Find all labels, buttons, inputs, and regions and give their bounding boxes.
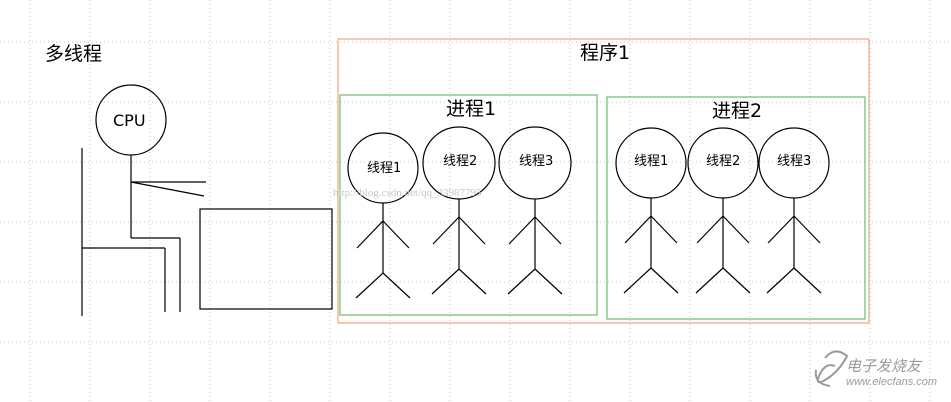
watermark-url: http://blog.csdn.net/qq_33987795: [333, 187, 482, 199]
thread-limb: [534, 216, 562, 245]
thread-figure: [422, 126, 496, 295]
thread-limb: [650, 215, 678, 244]
thread-figure: [347, 132, 419, 299]
p1-thread1-label: 线程1: [367, 161, 402, 176]
thread-limb: [432, 216, 460, 245]
thread-limb: [458, 216, 486, 245]
thread-figure: [687, 127, 759, 294]
cpu-person: [81, 84, 333, 316]
process1-label: 进程1: [446, 98, 497, 120]
brand-logo: [814, 350, 849, 387]
brand-name: 电子发烧友: [846, 357, 922, 375]
thread-limb: [766, 267, 795, 294]
thread-limb: [534, 268, 563, 295]
thread-figures: [347, 126, 830, 299]
program-label: 程序1: [580, 42, 631, 64]
p2-thread1-label: 线程1: [634, 154, 669, 169]
thread-limb: [382, 220, 410, 249]
thread-limb: [695, 267, 724, 294]
thread-limb: [722, 267, 751, 294]
thread-limb: [696, 215, 724, 244]
thread-limb: [508, 216, 536, 245]
process2-box: [606, 96, 866, 320]
thread-limb: [507, 268, 536, 295]
thread-limb: [624, 215, 652, 244]
thread-limb: [623, 267, 652, 294]
process1-box: [339, 94, 598, 316]
thread-limb: [355, 272, 384, 299]
thread-figure: [498, 126, 572, 295]
thread-limb: [431, 268, 460, 295]
thread-limb: [382, 272, 411, 299]
thread-limb: [793, 267, 822, 294]
brand-url: www.elecfans.com: [846, 376, 938, 388]
left-title: 多线程: [45, 43, 103, 65]
process2-label: 进程2: [712, 100, 763, 122]
thread-figure: [758, 127, 830, 294]
p1-thread3-label: 线程3: [519, 154, 554, 169]
thread-limb: [356, 220, 384, 249]
thread-figure: [615, 127, 687, 294]
p2-thread3-label: 线程3: [777, 154, 812, 169]
cpu-label: CPU: [113, 111, 146, 130]
computer-box: [199, 208, 333, 310]
p2-thread2-label: 线程2: [706, 154, 741, 169]
thread-limb: [767, 215, 795, 244]
thread-limb: [458, 268, 487, 295]
p1-thread2-label: 线程2: [443, 154, 478, 169]
thread-limb: [650, 267, 679, 294]
thread-limb: [793, 215, 821, 244]
thread-limb: [722, 215, 750, 244]
program-box: [337, 38, 870, 324]
